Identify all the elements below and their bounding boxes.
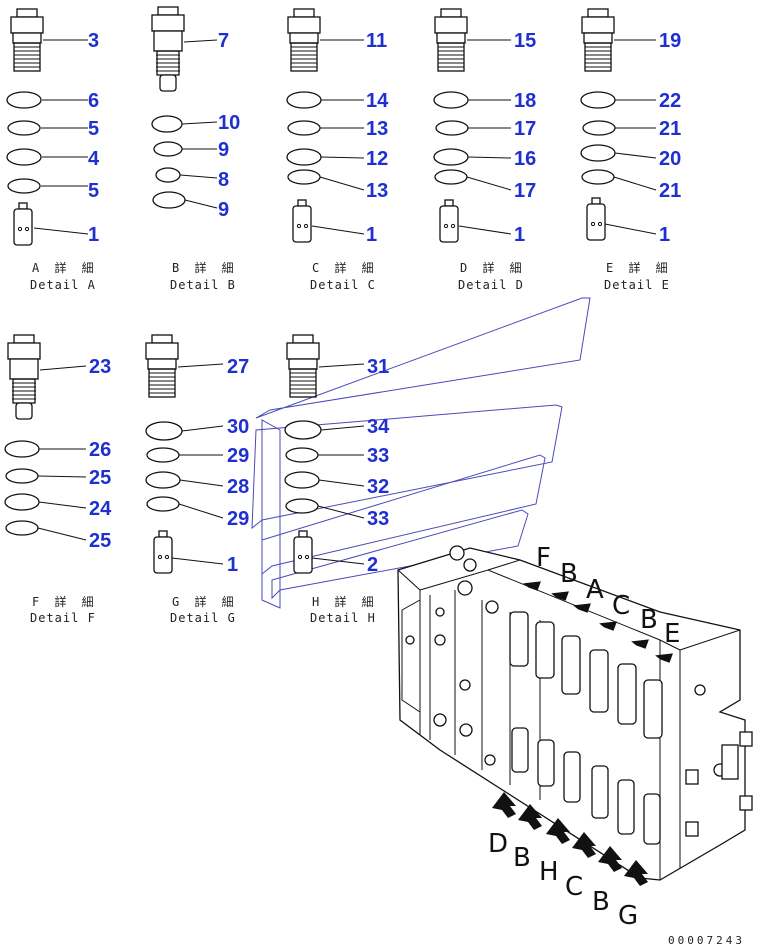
detail-c: [286, 8, 365, 243]
caption-c-ja: C 詳 細: [312, 260, 378, 275]
detail-b: [151, 6, 218, 209]
callout-e-4: 20: [659, 148, 681, 170]
callout-h-6: 2: [367, 554, 378, 576]
callout-a-6: 1: [88, 224, 99, 246]
callout-e-2: 22: [659, 90, 681, 112]
callout-a-3: 5: [88, 118, 99, 140]
callout-d-3: 17: [514, 118, 536, 140]
view-letter-bottom-6: G: [618, 901, 638, 931]
callout-numbers: 3 6 5 4 5 1 7 10 9 8 9 11 14 13 12 13 1 …: [88, 30, 681, 576]
callout-g-1: 27: [227, 356, 249, 378]
callout-c-6: 1: [366, 224, 377, 246]
callout-b-5: 9: [218, 199, 229, 221]
callout-b-4: 8: [218, 169, 229, 191]
callout-e-6: 1: [659, 224, 670, 246]
caption-d-ja: D 詳 細: [460, 260, 526, 275]
caption-e-ja: E 詳 細: [606, 260, 672, 275]
detail-d: [433, 8, 512, 243]
caption-g-ja: G 詳 細: [172, 594, 238, 609]
callout-d-2: 18: [514, 90, 536, 112]
callout-c-4: 12: [366, 148, 388, 170]
view-letter-bottom-3: H: [539, 857, 559, 887]
detail-f: [4, 334, 87, 541]
caption-f-ja: F 詳 細: [32, 594, 98, 609]
caption-e-en: Detail E: [604, 278, 670, 292]
callout-h-1: 31: [367, 356, 389, 378]
detail-ghost-outlines: [251, 297, 591, 609]
callout-c-1: 11: [366, 30, 387, 52]
drawing-code: 00007243: [668, 934, 745, 947]
caption-h-en: Detail H: [310, 611, 376, 625]
callout-c-5: 13: [366, 180, 388, 202]
view-letter-top-3: A: [586, 575, 604, 605]
callout-d-4: 16: [514, 148, 536, 170]
callout-e-3: 21: [659, 118, 681, 140]
callout-f-2: 26: [89, 439, 111, 461]
callout-g-6: 1: [227, 554, 238, 576]
control-valve-assembly: [397, 545, 753, 881]
view-letter-top-5: B: [640, 605, 658, 635]
callout-f-4: 24: [89, 498, 112, 520]
callout-b-3: 9: [218, 139, 229, 161]
view-letter-bottom-5: B: [592, 887, 610, 917]
view-letter-bottom-4: C: [565, 872, 583, 902]
callout-a-5: 5: [88, 180, 99, 202]
caption-d-en: Detail D: [458, 278, 524, 292]
detail-a: [6, 8, 89, 246]
detail-h: [284, 334, 365, 574]
view-letter-top-4: C: [612, 591, 630, 621]
callout-h-3: 33: [367, 445, 389, 467]
callout-a-2: 6: [88, 90, 99, 112]
view-letter-top-6: E: [664, 619, 680, 649]
view-letter-bottom-1: D: [488, 829, 508, 859]
view-letter-top-1: F: [536, 543, 551, 573]
caption-b-ja: B 詳 細: [172, 260, 238, 275]
callout-f-5: 25: [89, 530, 111, 552]
detail-captions: A 詳 細 Detail A B 詳 細 Detail B C 詳 細 Deta…: [30, 260, 672, 625]
callout-b-2: 10: [218, 112, 240, 134]
view-letter-bottom-2: B: [513, 843, 531, 873]
callout-a-4: 4: [88, 148, 100, 170]
callout-f-3: 25: [89, 467, 111, 489]
callout-h-5: 33: [367, 508, 389, 530]
callout-g-2: 30: [227, 416, 249, 438]
callout-g-3: 29: [227, 445, 249, 467]
view-letter-top-2: B: [560, 559, 578, 589]
caption-a-ja: A 詳 細: [32, 260, 98, 275]
caption-f-en: Detail F: [30, 611, 96, 625]
caption-b-en: Detail B: [170, 278, 236, 292]
callout-h-2: 34: [367, 416, 390, 438]
callout-e-1: 19: [659, 30, 681, 52]
view-arrows-top: F B A C B E: [523, 543, 680, 663]
detail-e: [580, 8, 657, 241]
callout-c-3: 13: [366, 118, 388, 140]
caption-a-en: Detail A: [30, 278, 96, 292]
detail-g: [145, 334, 224, 574]
caption-h-ja: H 詳 細: [312, 594, 378, 609]
callout-h-4: 32: [367, 476, 389, 498]
callout-d-5: 17: [514, 180, 536, 202]
callout-d-1: 15: [514, 30, 536, 52]
callout-e-5: 21: [659, 180, 681, 202]
view-arrows-bottom: D B H C B G: [488, 792, 648, 931]
callout-g-4: 28: [227, 476, 249, 498]
caption-c-en: Detail C: [310, 278, 376, 292]
callout-c-2: 14: [366, 90, 389, 112]
callout-a-1: 3: [88, 30, 99, 52]
callout-f-1: 23: [89, 356, 111, 378]
callout-g-5: 29: [227, 508, 249, 530]
callout-b-1: 7: [218, 30, 229, 52]
callout-d-6: 1: [514, 224, 525, 246]
caption-g-en: Detail G: [170, 611, 236, 625]
